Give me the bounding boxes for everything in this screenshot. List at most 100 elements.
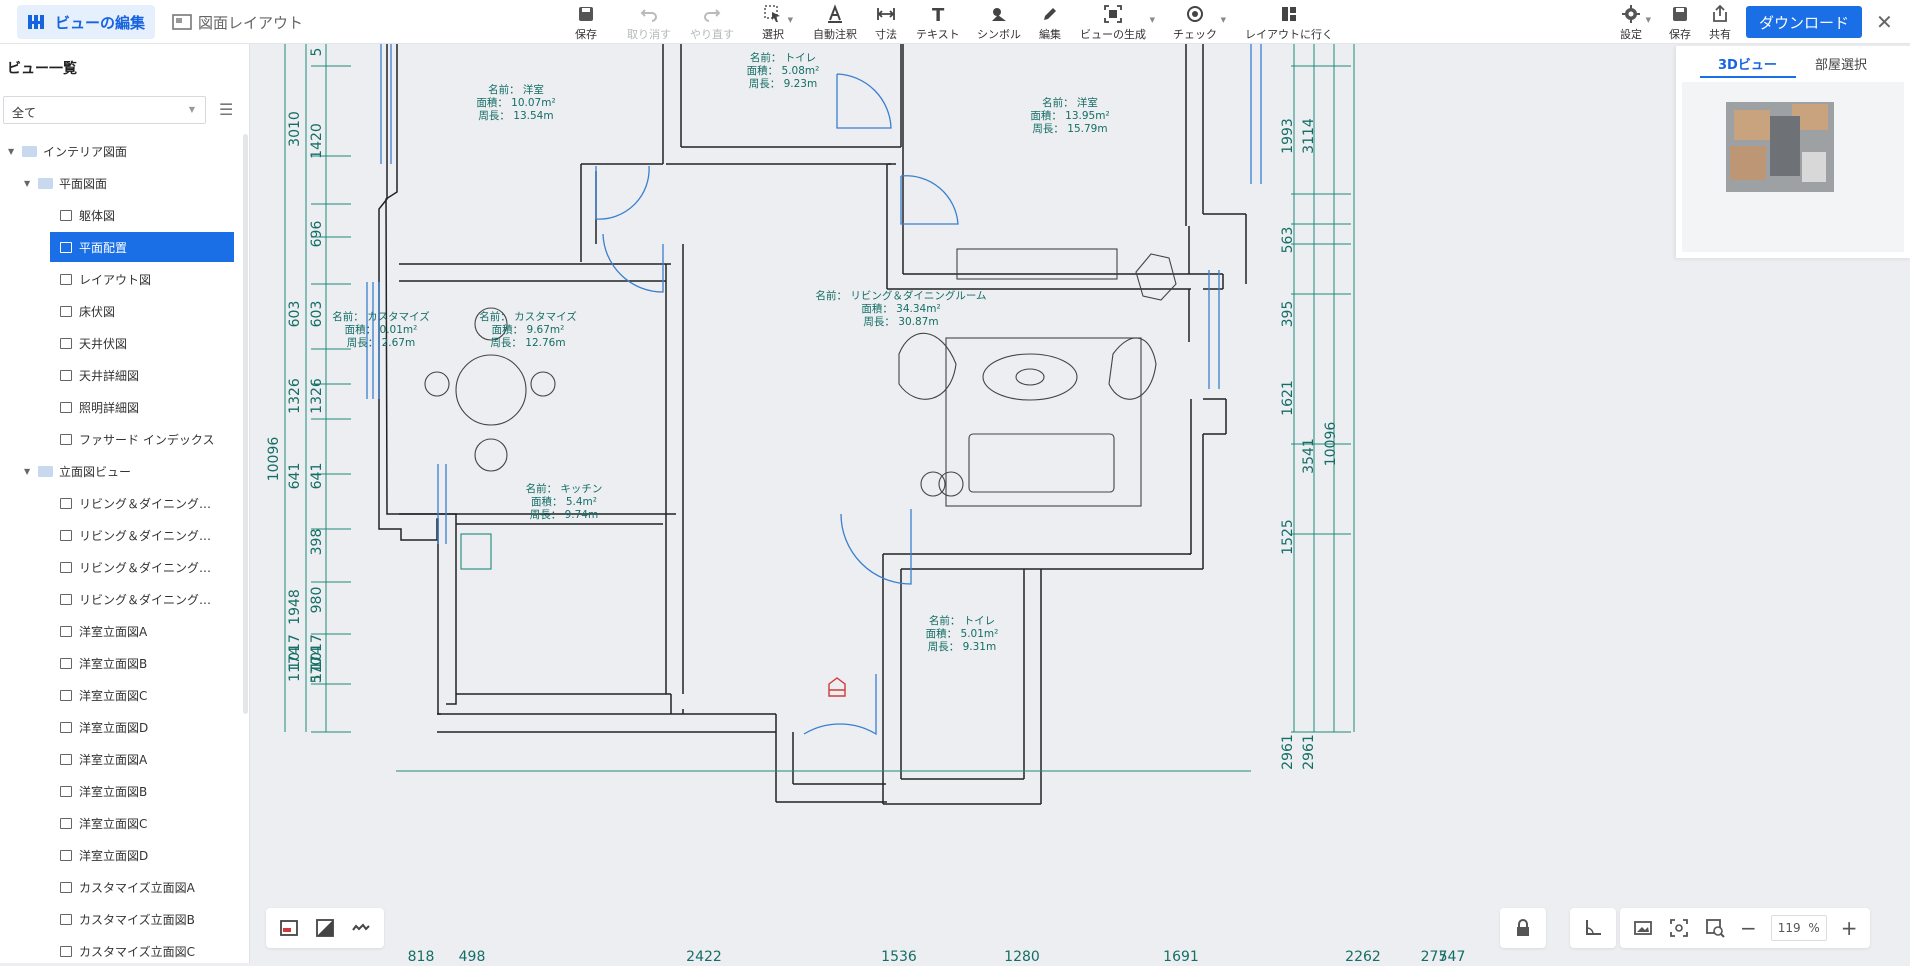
tree-item[interactable]: 洋室立面図B [60,648,147,678]
lock-icon[interactable] [1512,917,1534,939]
tree-item[interactable]: 躯体図 [60,200,115,230]
tree-item[interactable]: 洋室立面図D [60,712,148,742]
3d-preview[interactable] [1682,82,1904,252]
goto-layout-button[interactable]: レイアウトに行く [1245,4,1333,42]
save-top-button[interactable]: 保存 [1669,4,1691,42]
image-icon[interactable] [1632,917,1654,939]
contrast-icon[interactable] [314,917,336,939]
dimension-label: 3541 [1301,438,1317,474]
tree-item[interactable]: 洋室立面図C [60,680,147,710]
tree-folder[interactable]: ▼インテリア図面 [8,136,127,166]
close-icon[interactable]: ✕ [1876,10,1893,34]
tree-item[interactable]: 平面配置 [50,232,234,262]
dimension-button[interactable]: 寸法 [875,4,897,42]
generate-view-button[interactable]: ビューの生成 ▼ [1080,4,1155,42]
zoom-window-icon[interactable] [1704,917,1726,939]
lock-group [1500,908,1546,948]
zoom-out-button[interactable]: − [1740,916,1757,940]
tree-item[interactable]: 洋室立面図C [60,808,147,838]
tree-item[interactable]: レイアウト図 [60,264,151,294]
view-list-panel: ビュー一覧 全て ▼ ☰ ▼インテリア図面▼平面図面躯体図平面配置レイアウト図床… [0,44,250,963]
tree-item[interactable]: 洋室立面図A [60,744,147,774]
dimension-label: 寸法 [875,28,897,41]
fit-screen-icon[interactable] [1668,917,1690,939]
download-button[interactable]: ダウンロード [1746,6,1862,38]
check-button[interactable]: チェック ▼ [1173,4,1226,42]
tab-view-edit[interactable]: ビューの編集 [17,5,156,39]
dimension-icon [877,8,895,20]
tree-item[interactable]: 照明詳細図 [60,392,139,422]
chevron-down-icon[interactable]: ▼ [24,178,31,188]
elevation-view-icon [60,657,72,669]
tree-item[interactable]: 床伏図 [60,296,115,326]
zoom-input[interactable]: 119% [1770,915,1827,941]
svg-text:周長： 15.79m: 周長： 15.79m [1032,123,1107,135]
list-options-icon[interactable]: ☰ [219,100,234,119]
chevron-down-icon[interactable]: ▼ [8,146,15,156]
tab-room-select[interactable]: 部屋選択 [1815,58,1868,73]
settings-button[interactable]: 設定 ▼ [1620,4,1651,42]
tree-folder[interactable]: ▼立面図ビュー [24,456,131,486]
dimension-label: 1174 [287,646,303,682]
tree-item[interactable]: 洋室立面図D [60,840,148,870]
tree-item[interactable]: 天井伏図 [60,328,127,358]
save-tool-button[interactable]: 保存 [575,4,597,42]
tree-item-label: 洋室立面図D [79,848,149,863]
tree-item[interactable]: 洋室立面図A [60,616,147,646]
tree-item-label: 床伏図 [79,304,116,319]
tree-item-label: 洋室立面図A [79,624,148,639]
texture-icon[interactable] [350,917,372,939]
zoom-in-button[interactable]: + [1840,916,1858,940]
tab-3d-view[interactable]: 3Dビュー [1718,58,1777,73]
tree-item[interactable]: 洋室立面図B [60,776,147,806]
edit-button[interactable]: 編集 [1039,4,1061,42]
text-tool-button[interactable]: T テキスト [916,4,960,42]
tree-item[interactable]: リビング＆ダイニング… [60,488,211,518]
tab-view-edit-label: ビューの編集 [55,13,146,32]
dimension-label: 2961 [1280,734,1296,770]
symbol-button[interactable]: シンボル [977,4,1021,42]
redo-button[interactable]: やり直す [690,4,734,42]
tree-item[interactable]: ファサード インデックス [60,424,214,454]
tree-item[interactable]: 天井詳細図 [60,360,139,390]
view-mode-icon[interactable] [278,917,300,939]
chevron-down-icon[interactable]: ▼ [24,466,31,476]
tree-folder[interactable]: ▼平面図面 [24,168,107,198]
elevation-view-icon [60,753,72,765]
dimension-label: 1691 [1163,949,1199,963]
tree-item[interactable]: カスタマイズ立面図B [60,904,195,934]
tree-item[interactable]: カスタマイズ立面図C [60,936,195,966]
minimap-panel: 3Dビュー 部屋選択 [1675,46,1910,258]
svg-text:名前： トイレ: 名前： トイレ [929,614,995,627]
dimension-label: 1621 [1280,380,1296,416]
share-button[interactable]: 共有 [1709,4,1731,42]
zoom-group: − 119% + [1620,908,1870,948]
symbol-label: シンボル [977,28,1021,41]
dimension-label: 1993 [1280,118,1296,154]
tree-item[interactable]: リビング＆ダイニング… [60,520,211,550]
tree-item[interactable]: カスタマイズ立面図A [60,872,195,902]
tree-item[interactable]: リビング＆ダイニング… [60,552,211,582]
angle-icon[interactable] [1582,917,1604,939]
tree-item-label: 平面配置 [79,240,128,255]
tab-drawing-layout[interactable]: 図面レイアウト [162,5,313,39]
tree-item[interactable]: リビング＆ダイニング… [60,584,211,614]
sidebar-scrollbar[interactable] [243,134,248,714]
dimension-label: 3010 [287,111,303,147]
undo-button[interactable]: 取り消す [627,4,671,42]
select-tool-button[interactable]: 選択 ▼ [762,4,793,42]
view-filter-select[interactable]: 全て ▼ [3,96,206,124]
auto-annotate-button[interactable]: 自動注釈 [813,4,857,42]
tab-drawing-layout-label: 図面レイアウト [198,13,304,32]
dimension-label: 5 [309,48,325,57]
